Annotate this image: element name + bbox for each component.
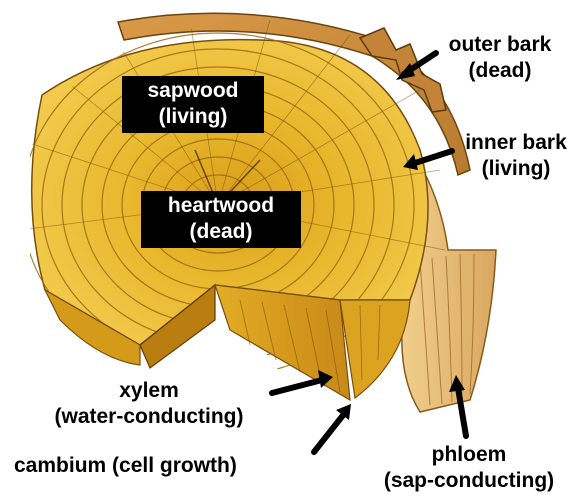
outer-bark-label-line1: outer bark: [440, 32, 560, 58]
cambium-label-line1: cambium (cell growth): [14, 453, 314, 479]
heartwood-label-line1: heartwood: [148, 193, 294, 219]
xylem-label-line1: xylem: [25, 378, 273, 404]
outer-bark-label-line2: (dead): [440, 58, 560, 84]
phloem-label-line2: (sap-conducting): [356, 468, 582, 494]
xylem-label-line2: (water-conducting): [25, 404, 273, 430]
cambium-arrow: [314, 414, 344, 452]
sapwood-label: sapwood (living): [122, 76, 264, 133]
inner-bark-label-line1: inner bark: [456, 130, 576, 156]
heartwood-label: heartwood (dead): [141, 191, 301, 248]
sapwood-label-line1: sapwood: [129, 78, 257, 104]
phloem-label-line1: phloem: [356, 442, 582, 468]
front-xylem-face: [340, 300, 410, 398]
cambium-label: cambium (cell growth): [14, 453, 314, 479]
inner-bark-label: inner bark (living): [456, 130, 576, 182]
inner-bark-label-line2: (living): [456, 156, 576, 182]
heartwood-label-line2: (dead): [148, 219, 294, 245]
sapwood-label-line2: (living): [129, 104, 257, 130]
xylem-arrow: [272, 380, 322, 393]
phloem-label: phloem (sap-conducting): [356, 442, 582, 494]
outer-bark-label: outer bark (dead): [440, 32, 560, 84]
xylem-label: xylem (water-conducting): [25, 378, 273, 430]
